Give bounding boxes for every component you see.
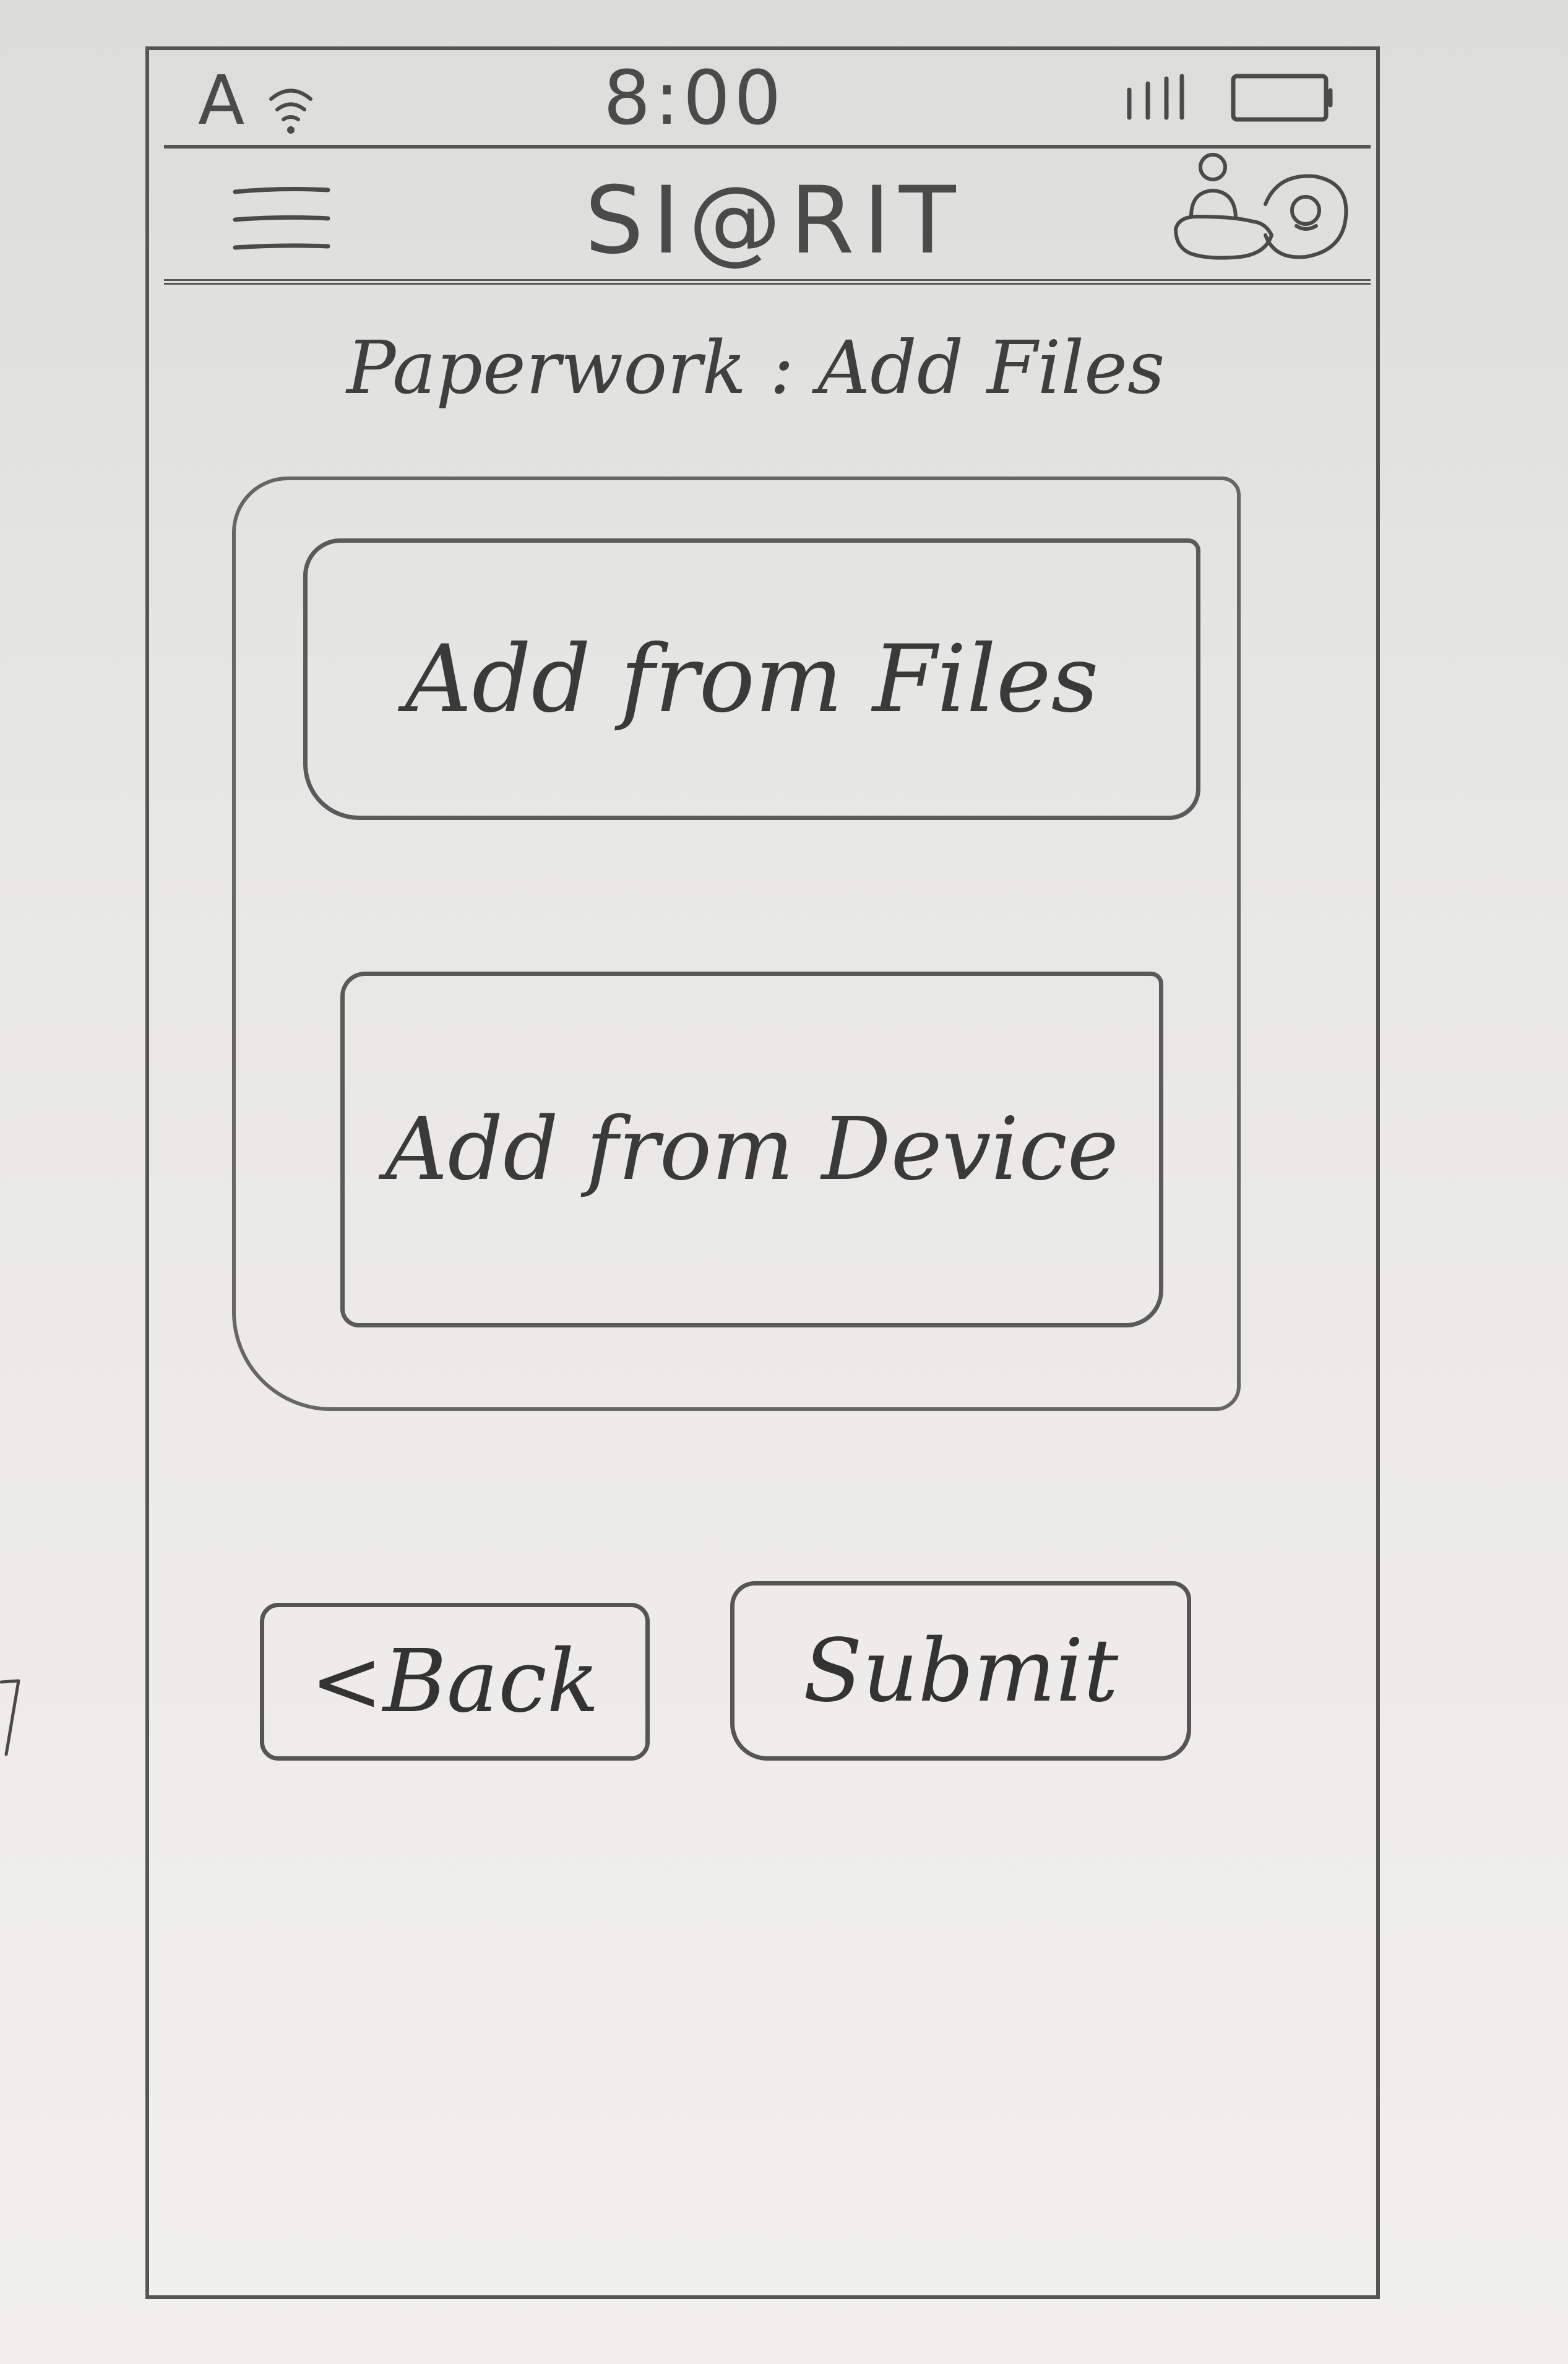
add-from-files-button[interactable]: Add from Files bbox=[303, 538, 1200, 820]
status-bar: A 8:00 bbox=[164, 50, 1371, 149]
add-from-device-button[interactable]: Add from Device bbox=[340, 972, 1163, 1327]
status-time: 8:00 bbox=[603, 56, 785, 142]
phone-frame bbox=[145, 46, 1380, 2299]
wifi-icon bbox=[269, 88, 312, 134]
hamburger-menu-icon[interactable] bbox=[226, 176, 337, 263]
upload-options-group bbox=[232, 477, 1241, 1411]
status-carrier: A bbox=[198, 61, 245, 140]
page-title: Paperwork : Add Files bbox=[347, 325, 1165, 410]
user-notifications-icon[interactable] bbox=[1173, 149, 1352, 278]
signal-bars-icon bbox=[1127, 74, 1184, 120]
app-title: SI@RIT bbox=[585, 167, 965, 275]
submit-button[interactable]: Submit bbox=[730, 1581, 1191, 1761]
app-bar: SI@RIT bbox=[164, 149, 1371, 285]
stray-pencil-mark bbox=[0, 1679, 20, 1756]
battery-icon bbox=[1231, 74, 1333, 122]
back-button[interactable]: <Back bbox=[260, 1603, 650, 1761]
